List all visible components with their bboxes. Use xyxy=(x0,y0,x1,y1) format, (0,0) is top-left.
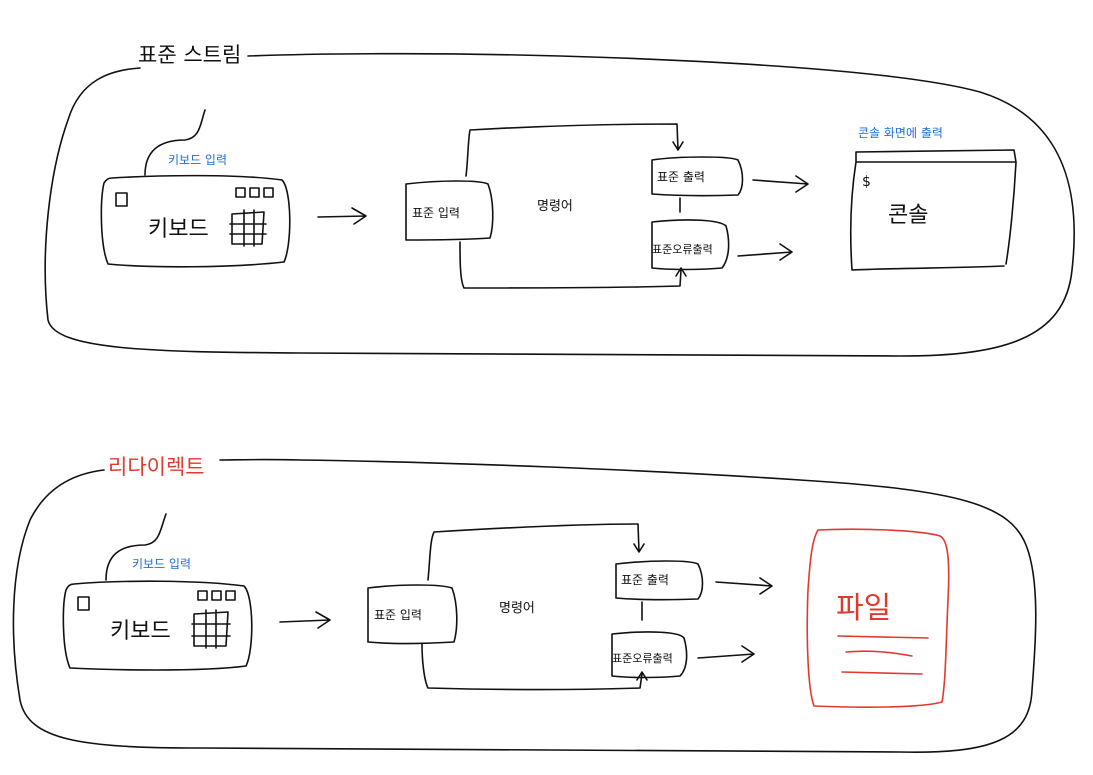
top-section-boundary xyxy=(44,52,1075,357)
keyboard-key-c xyxy=(263,187,274,198)
top-arrow-keyboard-to-stdin xyxy=(317,207,367,225)
console-window: 콘솔 화면에 출력 $ 콘솔 xyxy=(850,126,1017,271)
top-stdin-label: 표준 입력 xyxy=(412,206,460,220)
top-command-block: 표준 입력 명령어 표준 출력 표준오류출력 xyxy=(405,123,744,289)
bottom-command-block: 표준 입력 명령어 표준 출력 표준오류출력 xyxy=(367,523,704,691)
top-keyboard-caption: 키보드 입력 xyxy=(168,153,227,167)
keyboard-key-a xyxy=(235,187,246,198)
bottom-arrow-stdout-to-file xyxy=(715,577,773,595)
bottom-arrow-stderr-to-file xyxy=(697,645,755,663)
bottom-stdout-label: 표준 출력 xyxy=(621,573,669,587)
file-text-line-3 xyxy=(841,671,923,675)
keyboard-cable xyxy=(144,109,206,176)
keyboard-keypad-grid xyxy=(229,209,267,247)
top-stdout-label: 표준 출력 xyxy=(657,170,705,184)
bottom-arrow-keyboard-to-stdin xyxy=(279,611,331,629)
top-section: 표준 스트림 키보드 입력 키보드 표준 입력 명령어 표준 출력 표준오류출력 xyxy=(44,43,1075,357)
keyboard-cable xyxy=(105,513,167,581)
stdin-box xyxy=(367,584,458,645)
loop-top-line xyxy=(465,123,684,177)
bottom-stdin-label: 표준 입력 xyxy=(374,608,422,622)
console-label: 콘솔 xyxy=(888,203,928,228)
file-document: 파일 xyxy=(806,528,950,708)
keyboard-keypad-grid xyxy=(191,609,231,649)
bottom-command-label: 명령어 xyxy=(499,601,535,616)
stdin-box xyxy=(405,180,494,241)
console-caption: 콘솔 화면에 출력 xyxy=(858,126,943,140)
file-label: 파일 xyxy=(836,591,891,626)
top-stderr-label: 표준오류출력 xyxy=(652,243,713,256)
bottom-section-boundary xyxy=(12,458,1037,753)
file-text-line-2 xyxy=(845,650,913,657)
console-frame xyxy=(850,149,1017,271)
top-title: 표준 스트림 xyxy=(138,43,241,67)
top-arrow-stderr-to-console xyxy=(737,243,793,261)
file-text-line-1 xyxy=(837,635,929,639)
bottom-section: 리다이렉트 키보드 입력 키보드 표준 입력 명령어 표준 출력 표준오류출력 xyxy=(12,455,1037,753)
bottom-title: 리다이렉트 xyxy=(108,455,205,479)
stdout-box xyxy=(651,156,744,197)
keyboard-key-square xyxy=(115,192,128,207)
keyboard-body xyxy=(62,580,253,671)
stderr-box xyxy=(651,219,730,271)
stdout-box xyxy=(615,560,704,601)
keyboard-body xyxy=(100,174,291,268)
loop-bottom-line xyxy=(421,643,648,691)
keyboard-key-b xyxy=(211,590,222,601)
stderr-box xyxy=(611,631,688,679)
file-outline xyxy=(806,528,950,708)
top-keyboard: 키보드 입력 키보드 xyxy=(100,109,291,268)
loop-bottom-line xyxy=(459,241,687,289)
keyboard-key-a xyxy=(197,590,208,601)
keyboard-key-c xyxy=(225,590,236,601)
keyboard-key-b xyxy=(249,187,260,198)
console-prompt: $ xyxy=(862,174,871,190)
bottom-keyboard-caption: 키보드 입력 xyxy=(132,557,191,571)
top-arrow-stdout-to-console xyxy=(752,175,809,193)
top-command-label: 명령어 xyxy=(537,199,573,214)
bottom-keyboard-label: 키보드 xyxy=(110,619,171,644)
loop-top-line xyxy=(427,523,645,581)
bottom-keyboard: 키보드 입력 키보드 xyxy=(62,513,253,671)
keyboard-key-square xyxy=(77,596,90,611)
top-keyboard-label: 키보드 xyxy=(148,217,209,242)
bottom-stderr-label: 표준오류출력 xyxy=(612,652,673,665)
